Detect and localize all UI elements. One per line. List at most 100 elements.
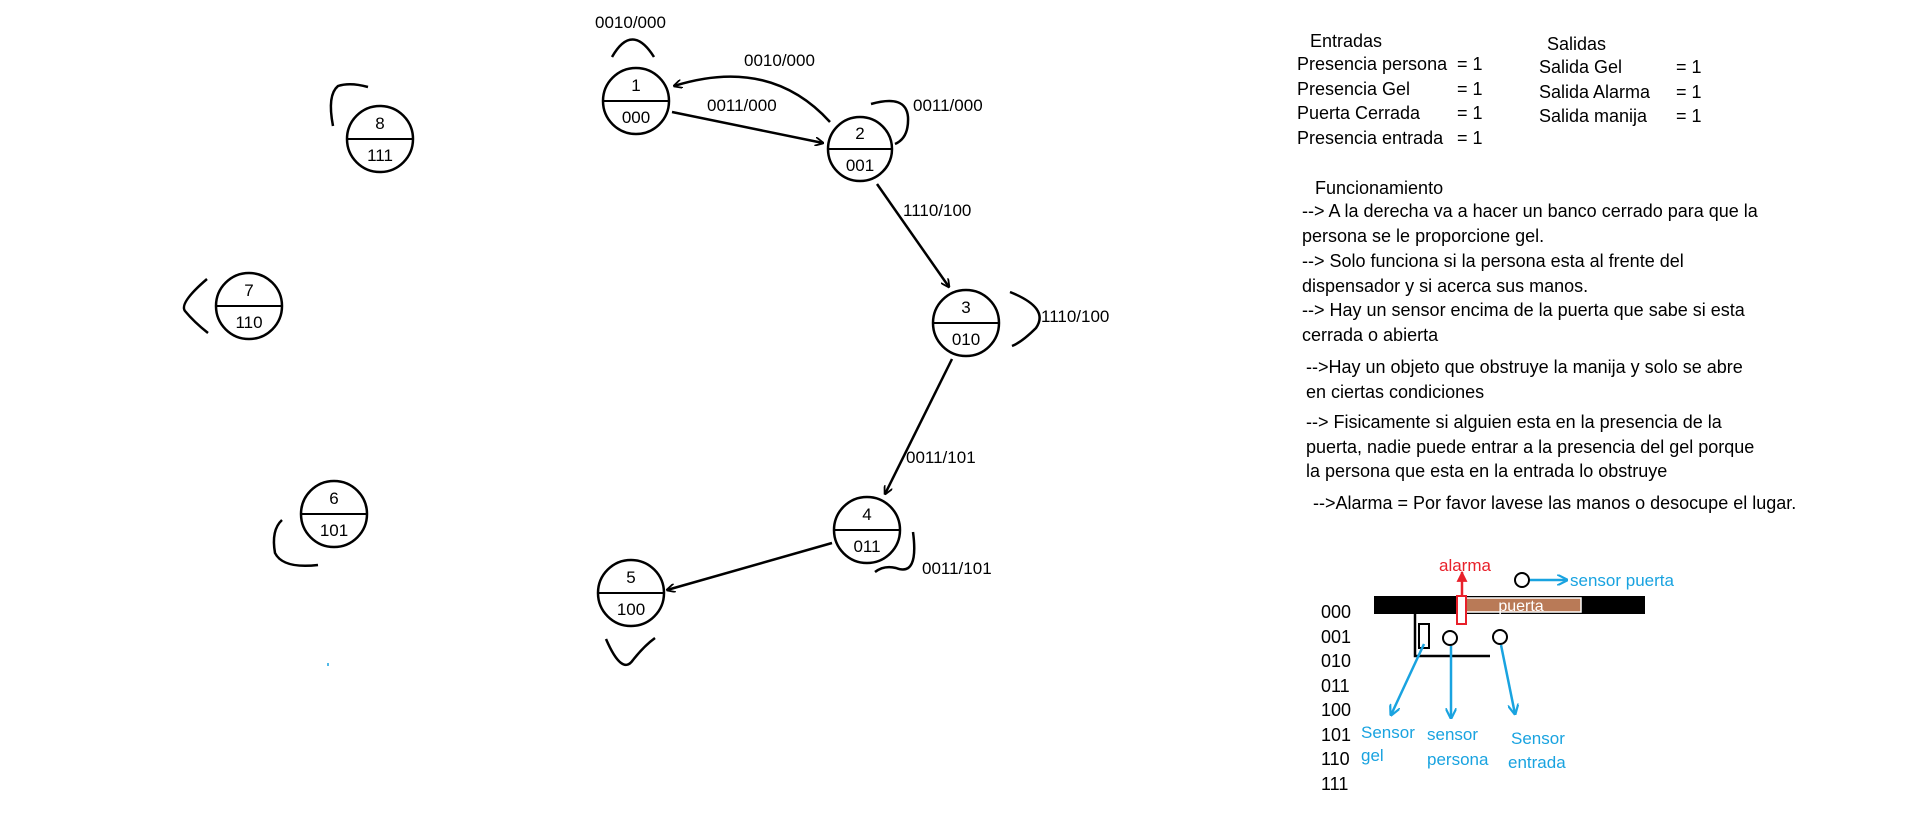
gel-sensor-label-2: gel (1361, 746, 1384, 765)
func-line: persona se le proporcione gel. (1302, 225, 1545, 246)
gel-sensor-label-1: Sensor (1361, 723, 1415, 742)
self-loop-8 (329, 83, 369, 127)
state-6: 6 101 (299, 479, 369, 549)
entrada-row: Presencia persona = 1 (1297, 52, 1483, 77)
salidas-title: Salidas (1547, 34, 1607, 54)
state-2-id: 2 (855, 124, 864, 143)
code-item: 111 (1321, 773, 1349, 794)
label-loop-4: 0011/101 (922, 559, 992, 578)
label-1-to-2: 0011/000 (707, 96, 777, 115)
state-2-code: 001 (846, 156, 874, 175)
state-6-code: 101 (320, 521, 348, 540)
state-8-id: 8 (375, 114, 384, 133)
label-2-to-1: 0010/000 (744, 51, 815, 70)
func-line: --> Solo funciona si la persona esta al … (1302, 251, 1684, 271)
label-loop-3: 1110/100 (1041, 307, 1109, 326)
gel-sensor-box (1418, 623, 1430, 649)
funcionamiento-title: Funcionamiento (1315, 178, 1444, 198)
state-1-id: 1 (631, 76, 640, 95)
state-3: 3 010 (931, 288, 1001, 358)
person-sensor-label-2: persona (1427, 750, 1489, 769)
code-item: 110 (1321, 749, 1350, 769)
label-2-to-3: 1110/100 (903, 201, 971, 220)
state-4-id: 4 (862, 505, 871, 524)
func-line: --> Fisicamente si alguien esta en la pr… (1306, 412, 1722, 432)
func-line: dispensador y si acerca sus manos. (1302, 275, 1589, 296)
state-7-id: 7 (244, 281, 253, 300)
code-item: 100 (1321, 700, 1352, 720)
code-item: 011 (1321, 675, 1350, 696)
entrada-value: = 1 (1457, 127, 1483, 148)
self-loop-3 (1009, 290, 1041, 348)
func-line: --> Hay un sensor encima de la puerta qu… (1302, 300, 1745, 320)
self-loop-7 (182, 278, 209, 334)
state-1-code: 000 (622, 108, 650, 127)
entrada-name: Presencia Gel (1297, 78, 1411, 99)
state-8-code: 111 (367, 146, 393, 165)
entradas-title: Entradas (1310, 31, 1383, 51)
self-loop-1 (610, 38, 656, 58)
func-line: puerta, nadie puede entrar a la presenci… (1306, 436, 1755, 457)
state-5-id: 5 (626, 568, 635, 587)
state-3-code: 010 (952, 330, 980, 349)
func-item-2: --> Solo funciona si la persona esta al … (1302, 249, 1684, 298)
codes-list: 000 001 010 011 100 101 110 111 (1321, 600, 1351, 796)
self-loop-2 (870, 99, 910, 146)
person-sensor-label-1: sensor (1427, 725, 1478, 744)
self-loop-5 (604, 636, 656, 666)
state-2: 2 001 (826, 115, 894, 183)
door-label: puerta (1498, 598, 1543, 615)
entry-sensor-label-2: entrada (1508, 753, 1566, 772)
func-item-4: -->Hay un objeto que obstruye la manija … (1306, 355, 1743, 404)
entrada-row: Presencia Gel = 1 (1297, 77, 1483, 102)
entrada-row: Puerta Cerrada= 1 (1297, 101, 1483, 126)
salida-row: Salida Alarma = 1 (1539, 80, 1702, 105)
entrada-row: Presencia entrada= 1 (1297, 126, 1483, 151)
func-item-6: -->Alarma = Por favor lavese las manos o… (1313, 491, 1796, 516)
func-item-5: --> Fisicamente si alguien esta en la pr… (1306, 410, 1754, 484)
door-sensor-label: sensor puerta (1570, 571, 1674, 590)
func-line: en ciertas condiciones (1306, 381, 1485, 402)
salida-name: Salida Alarma (1539, 81, 1651, 102)
entrada-name: Presencia persona (1297, 54, 1448, 74)
gel-sensor-arrow (1391, 643, 1426, 715)
self-loop-6 (272, 519, 319, 567)
salida-name: Salida manija (1539, 106, 1648, 126)
salida-value: = 1 (1676, 57, 1702, 77)
entradas-list: Presencia persona = 1 Presencia Gel = 1 Pu… (1297, 52, 1483, 150)
func-line: --> A la derecha va a hacer un banco cer… (1302, 201, 1758, 221)
arrow-1-to-2 (671, 110, 823, 143)
door-sketch: puerta alarma sensor puerta Sensor gel s… (1361, 556, 1674, 772)
state-8: 8 111 (345, 104, 415, 174)
label-loop-2: 0011/000 (913, 96, 983, 115)
alarm-label: alarma (1439, 556, 1492, 575)
code-item: 010 (1321, 651, 1352, 671)
func-line: -->Alarma = Por favor lavese las manos o… (1313, 493, 1797, 513)
salida-value: = 1 (1676, 106, 1702, 126)
label-loop-1: 0010/000 (595, 13, 666, 32)
salida-value: = 1 (1676, 81, 1702, 102)
state-4: 4 011 (832, 495, 902, 565)
arrow-4-to-5 (667, 541, 833, 590)
arrow-2-to-1 (674, 75, 831, 123)
self-loop-4 (874, 531, 916, 574)
entry-sensor-circle (1492, 629, 1508, 645)
state-4-code: 011 (853, 537, 880, 556)
entrada-name: Puerta Cerrada (1297, 103, 1421, 123)
entrada-value: = 1 (1457, 54, 1483, 74)
state-7-code: 110 (235, 313, 262, 332)
code-item: 101 (1321, 724, 1352, 745)
state-5: 5 100 (596, 558, 666, 628)
salidas-list: Salida Gel= 1 Salida Alarma= 1 Salida ma… (1539, 55, 1702, 129)
entry-sensor-label-1: Sensor (1511, 729, 1565, 748)
state-6-id: 6 (329, 489, 338, 508)
dispenser-bench (1413, 614, 1490, 658)
entrada-value: = 1 (1457, 78, 1483, 99)
func-line: -->Hay un objeto que obstruye la manija … (1306, 357, 1743, 377)
func-line: cerrada o abierta (1302, 324, 1439, 345)
func-item-1: --> A la derecha va a hacer un banco cer… (1302, 199, 1758, 248)
state-5-code: 100 (617, 600, 645, 619)
person-sensor-circle (1442, 630, 1458, 646)
code-item: 001 (1321, 626, 1352, 647)
